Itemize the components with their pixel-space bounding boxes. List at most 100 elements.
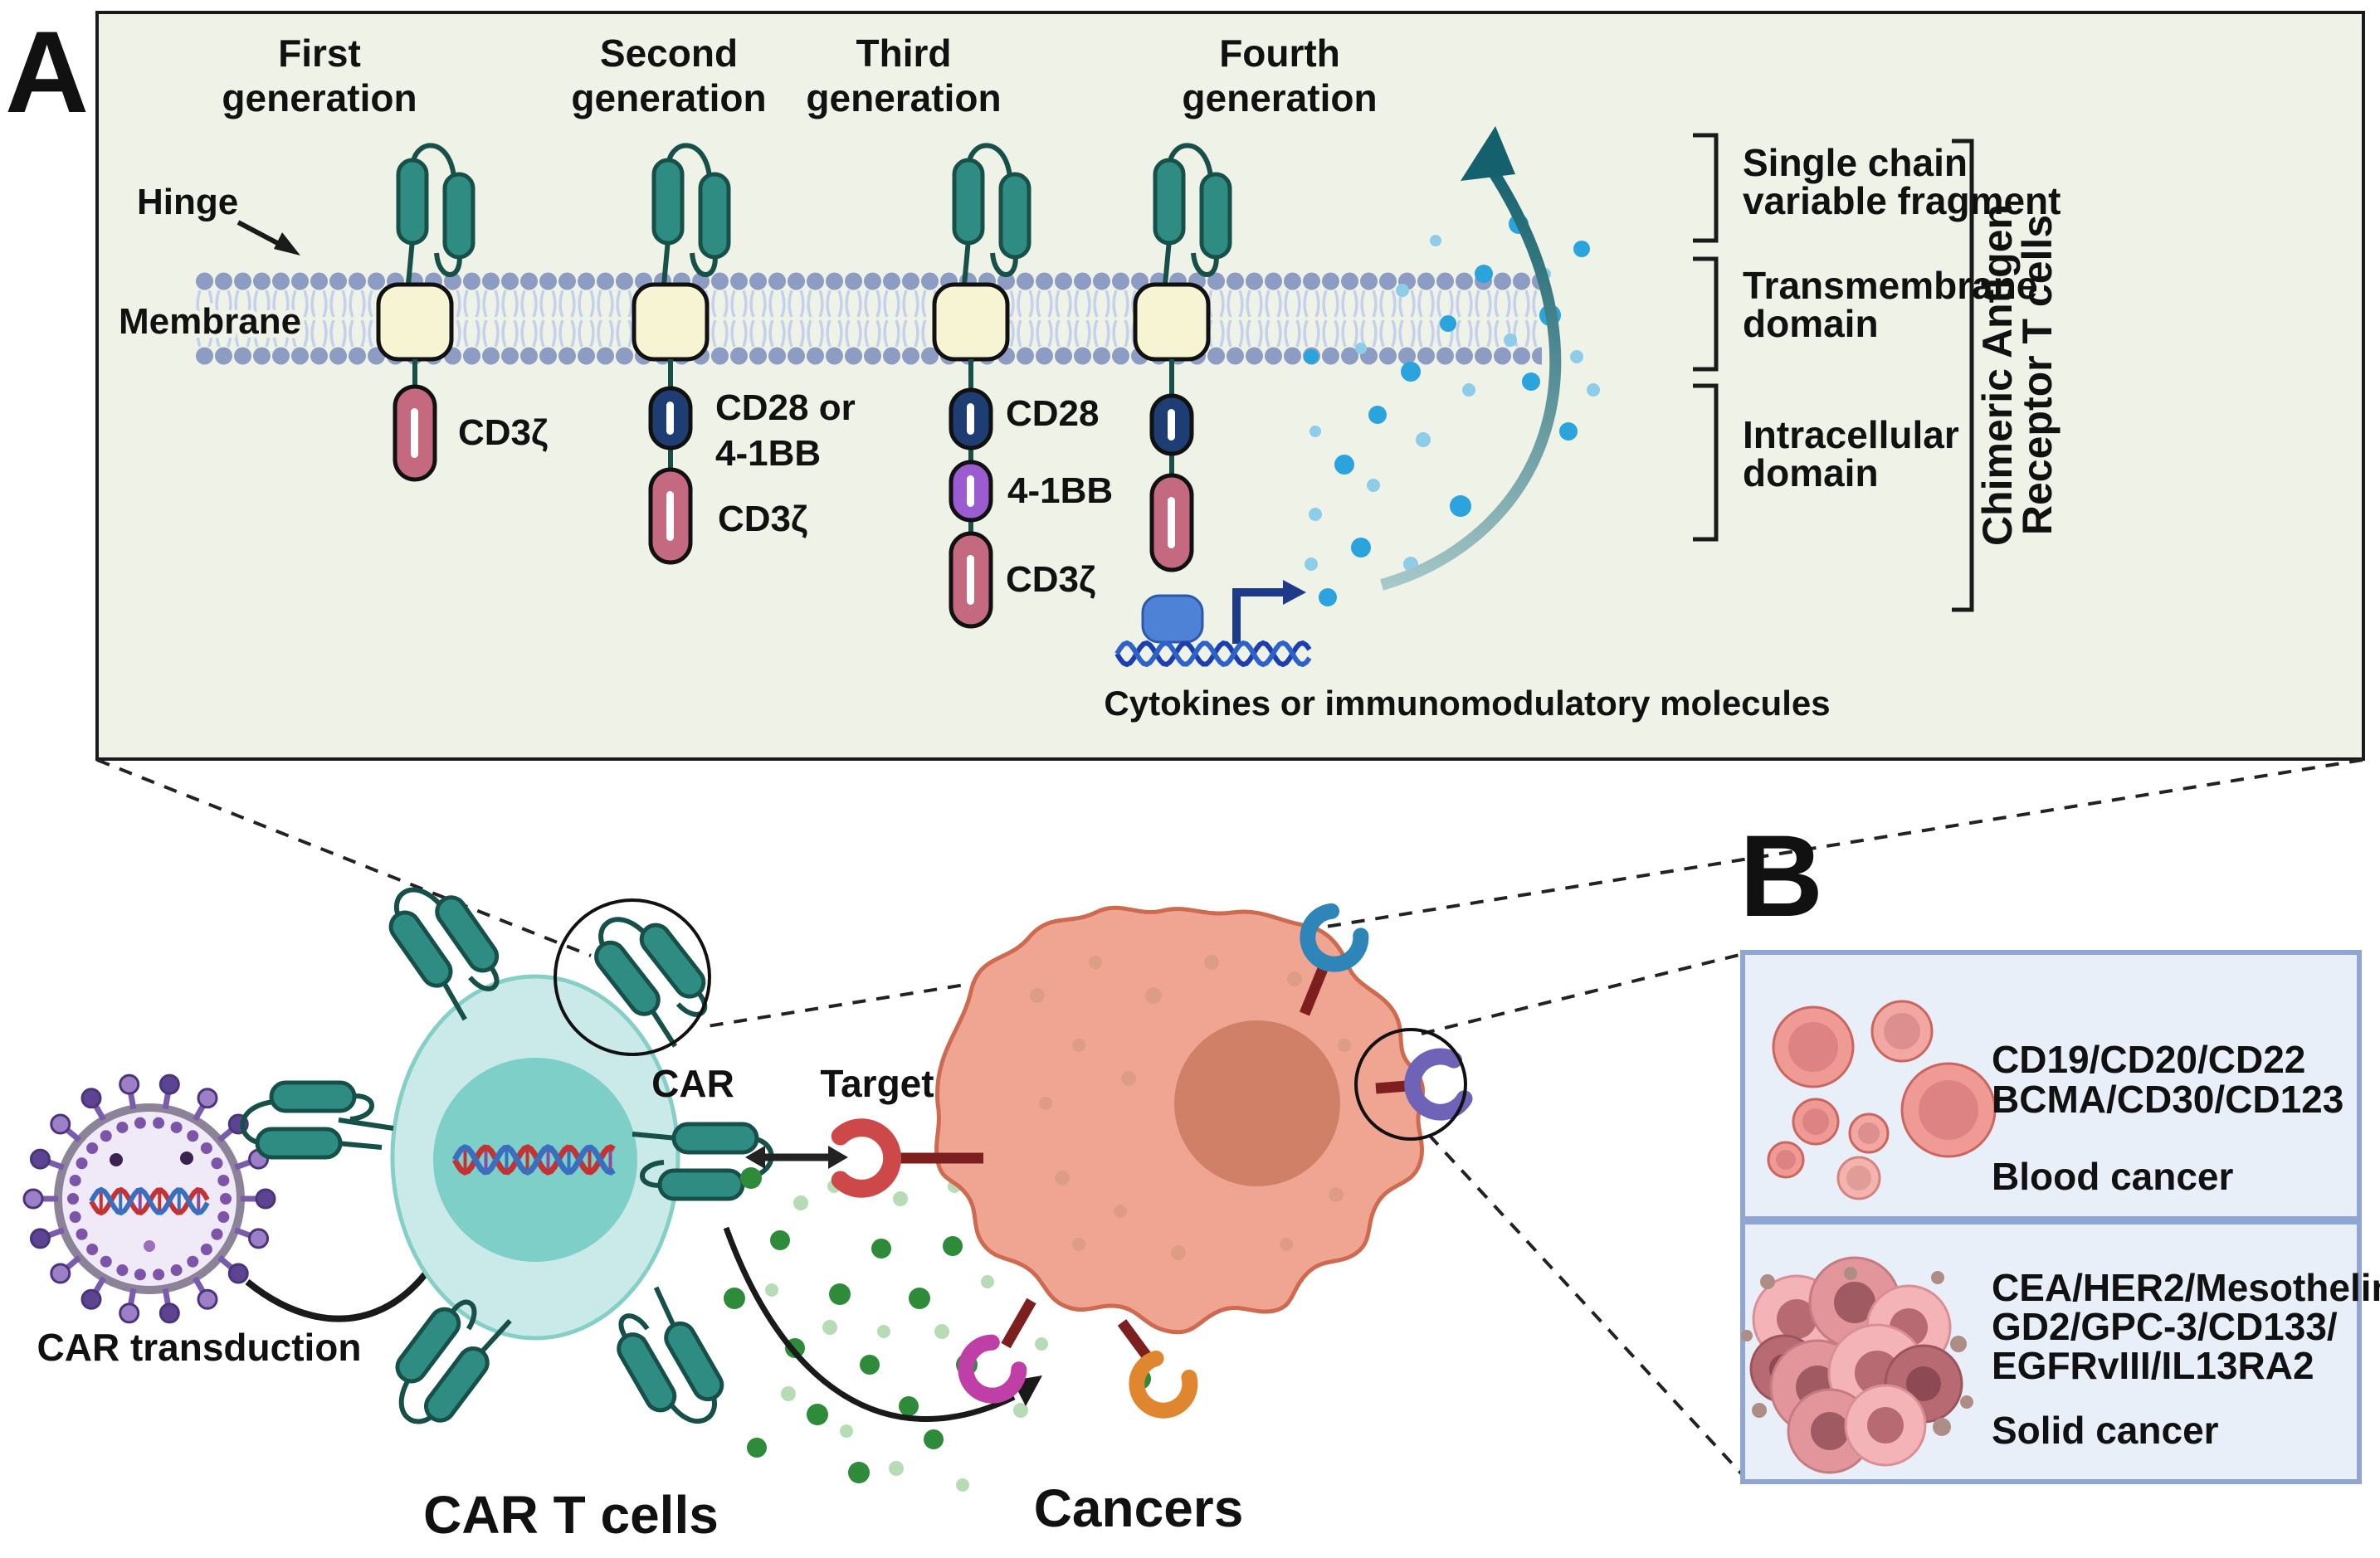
t-cell-receptor-bottom [600,1283,734,1440]
hinge-arrow-line [237,220,284,248]
virus-capsid-dot [86,1142,99,1154]
antigen-target-red [841,1127,892,1189]
dna-strand [1114,640,1312,668]
cytokines-caption: Cytokines or immunomodulatory molecules [1104,684,1830,723]
panel-a-box [95,11,2365,761]
scfv-label-1: Single chain [1743,141,1968,184]
dot [822,1320,837,1335]
gen2-costim-label-1: CD28 or [715,387,856,428]
dot [1013,1403,1028,1418]
gen1-tm-box [376,282,454,362]
hinge-arrow-head [274,232,300,256]
dot [1396,284,1409,297]
car-t-vertical-label-2: Receptor T cells [2014,215,2061,535]
dot [807,1404,828,1425]
dot [1072,1039,1085,1052]
dot [1309,426,1321,437]
dot [1287,971,1302,986]
dot [1752,1403,1767,1418]
t-cell-receptor-left-stem [338,1117,394,1131]
virus-spike-knob [227,1263,249,1284]
virus-capsid-dot [187,1255,199,1268]
dot [860,1355,880,1375]
dot [943,1236,963,1256]
dot [1430,235,1441,246]
dot [1450,495,1471,517]
dot [1960,1395,1973,1409]
virus-spike-knob [29,1148,51,1170]
gen4-tm-box [1133,282,1211,362]
dot [1319,588,1337,606]
dot [1933,1418,1951,1436]
antigen-highlight-circle [1354,1028,1467,1141]
dot [981,1275,994,1288]
virus-capsid-dot [69,1211,81,1224]
dot [1334,455,1354,475]
blood-antigens-2: BCMA/CD30/CD123 [1992,1078,2343,1121]
virus-capsid-dot [217,1211,230,1224]
solid-tumor-cells [1749,1256,1963,1474]
dot [877,1325,890,1338]
dot [747,1438,767,1458]
virus-spike-knob [80,1088,102,1109]
virus-capsid-dot [100,1130,112,1142]
dot [1171,1245,1186,1260]
dot [1055,1171,1070,1186]
virus-capsid-dot [153,1117,165,1129]
panel-a: A First generation Second generation Thi… [5,7,2365,761]
virus-capsid-dot [170,1121,183,1133]
dot [889,1461,904,1476]
interaction-arrow-right-head [828,1146,848,1169]
dot [934,1324,949,1339]
dot [1039,1097,1052,1110]
virus-capsid-dot [220,1193,232,1205]
membrane-label: Membrane [119,301,301,342]
virus-spike-knob [80,1288,102,1310]
dot [1121,1071,1136,1086]
gen2-cd3z-label: CD3ζ [718,499,807,539]
solid-antigens-3: EGFRvIII/IL13RA2 [1992,1344,2314,1387]
gen1-cd3z-label: CD3ζ [458,412,548,453]
pill-stripes [411,402,1175,605]
t-cell-receptor-left [242,1083,382,1157]
virus-spike-knob [159,1302,180,1324]
virus-capsid-dot [217,1174,230,1186]
virus-core-dot [144,1240,155,1252]
dot [956,1478,969,1492]
gen2-tm-box [632,282,710,362]
car-label: CAR [651,1062,734,1105]
virus-spike-knob [197,1288,218,1310]
virus-spike-knob [248,1228,270,1249]
gen3-tm-box [932,282,1010,362]
generation-headers: First generation Second generation Third… [222,32,1377,119]
virus-core-dot [180,1151,193,1165]
interaction-arrow-left-head [745,1146,765,1169]
dot [1462,383,1475,397]
dot [871,1239,891,1259]
dot [1559,422,1578,441]
gen3-cd3z-label: CD3ζ [1006,559,1095,600]
dot [793,1195,808,1210]
virus-capsid-dot [67,1193,79,1205]
dot [1355,343,1367,354]
car-t-bracket [1952,139,1974,612]
scfv-label-2: variable fragment [1743,179,2061,222]
gen2-title-1: Second [600,32,738,75]
dot [765,1283,778,1297]
tm-label-1: Transmembrane [1743,264,2037,307]
dot [1844,1267,1857,1280]
virus-capsid-dot [153,1268,165,1281]
dot [1145,987,1162,1004]
car-t-cell [242,869,771,1440]
promoter-arrow-line [1232,588,1285,644]
dot [1351,538,1371,557]
tm-bracket [1693,256,1719,372]
gen4-title-1: Fourth [1219,32,1340,75]
dot [1760,1274,1775,1289]
virus-capsid-dot [134,1268,146,1281]
virus-spike-knob [119,1074,140,1095]
dot [829,1283,851,1305]
dot [1401,362,1421,382]
